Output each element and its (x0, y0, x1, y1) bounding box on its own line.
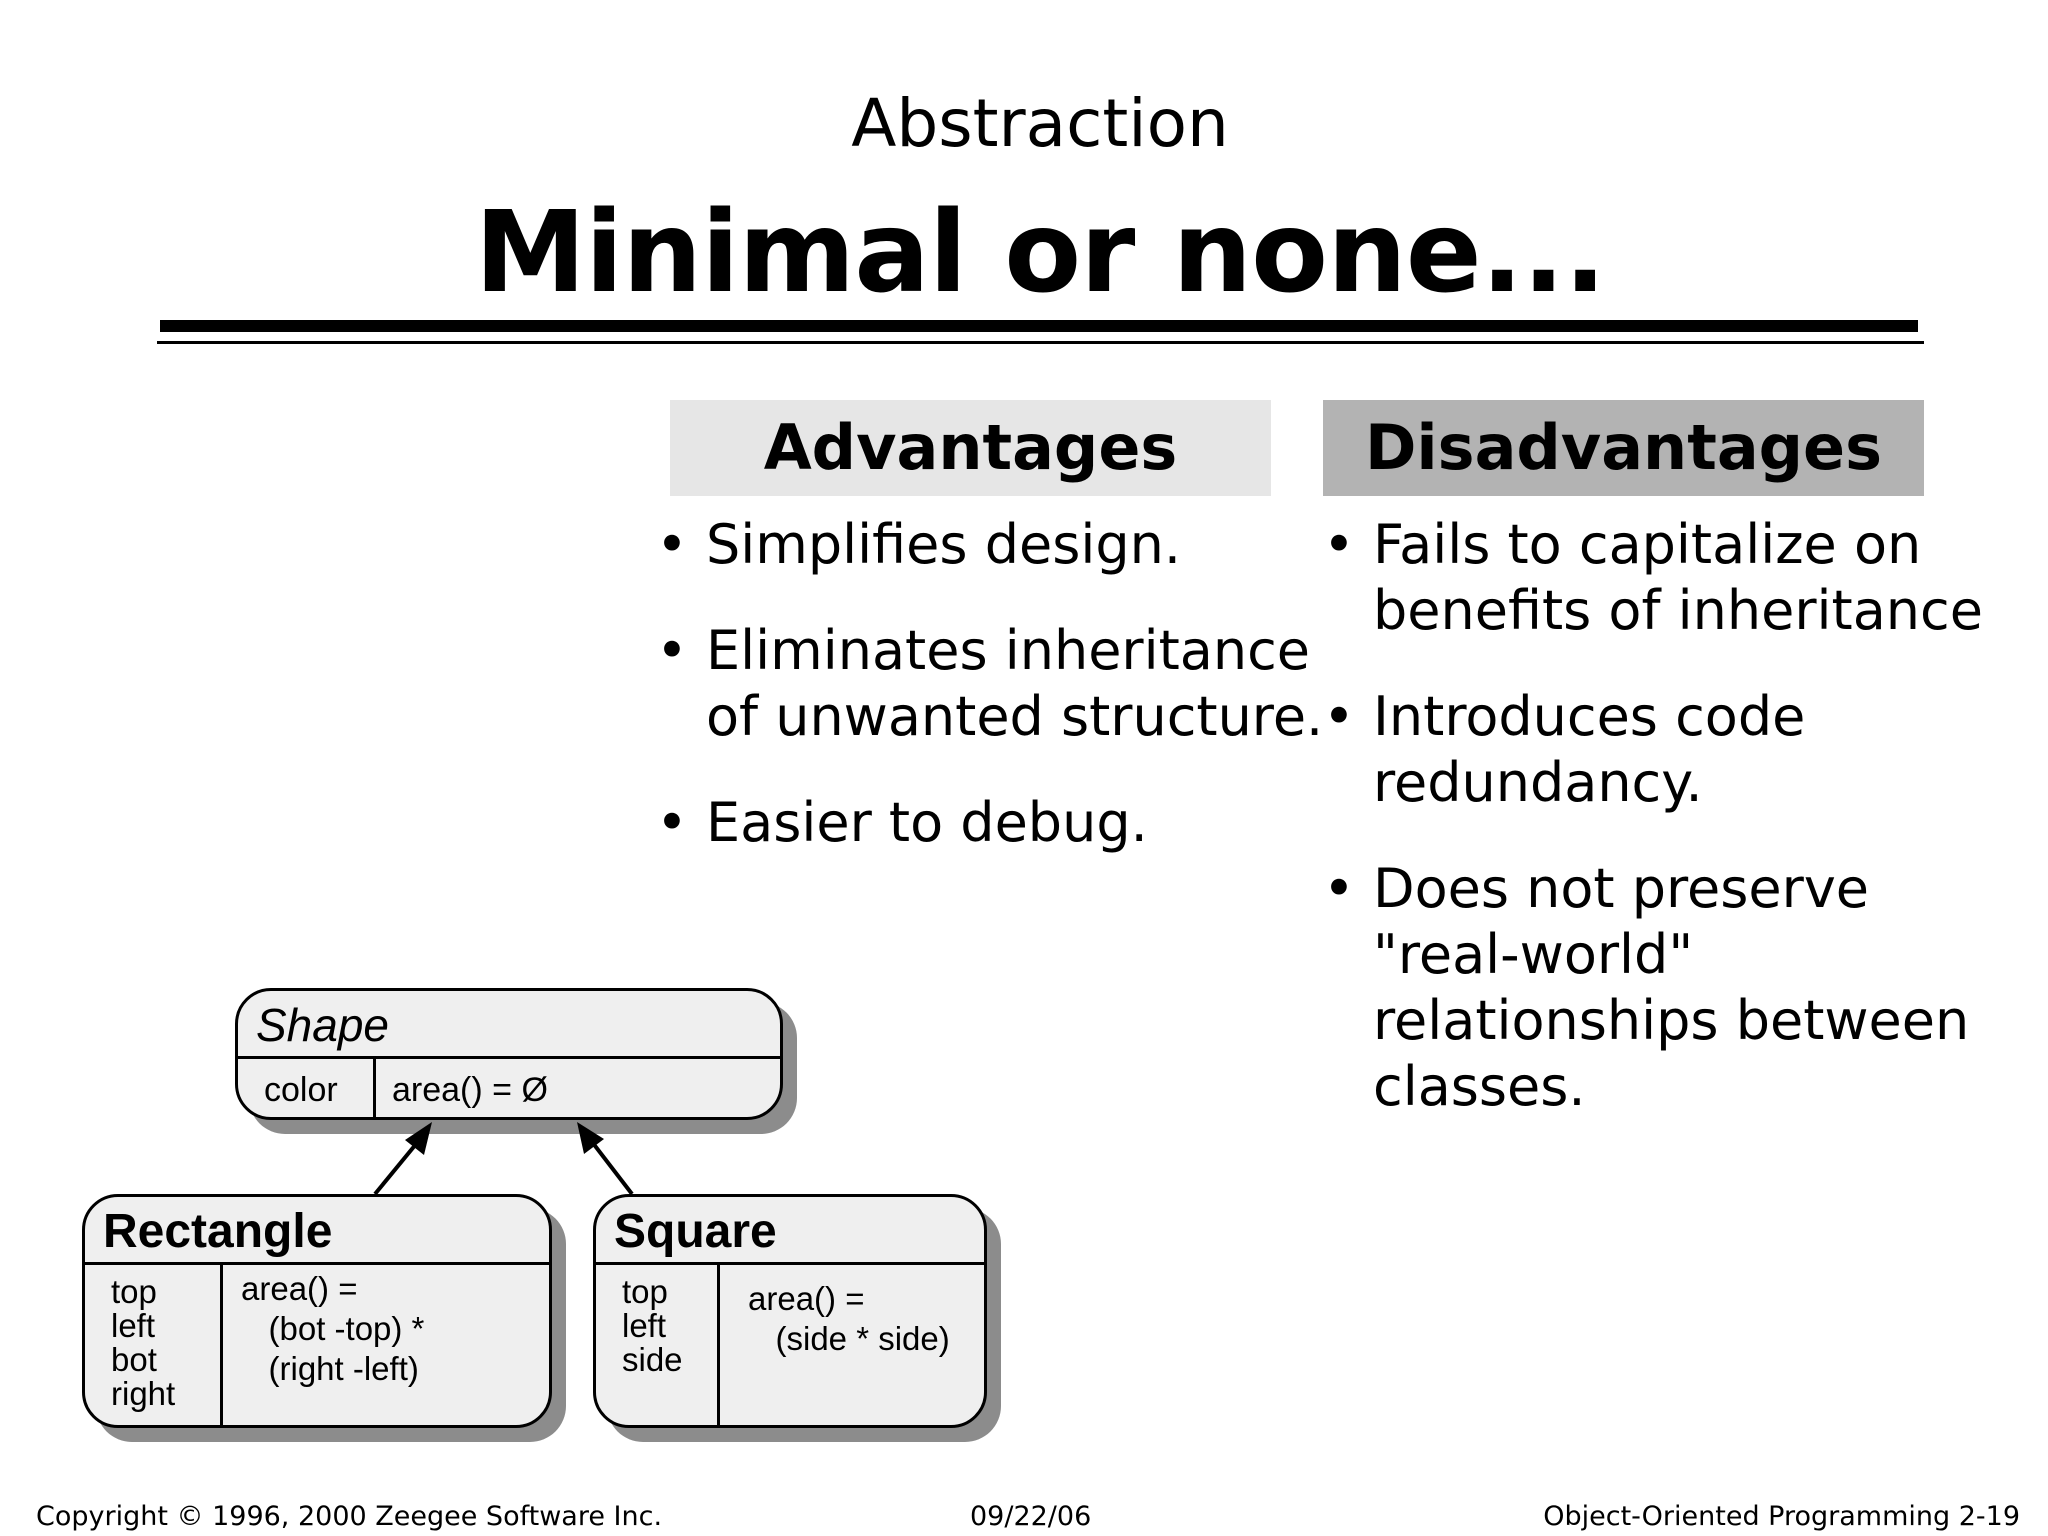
uml-class-square: Square top left side area() = (side * si… (593, 1194, 987, 1428)
disadvantage-text: Introduces code redundancy. (1373, 685, 1806, 814)
uml-class-name: Rectangle (85, 1197, 549, 1265)
uml-class-name: Square (596, 1197, 984, 1265)
disadvantage-item: Fails to capitalize on benefits of inher… (1323, 512, 1983, 644)
uml-attributes: color (238, 1059, 376, 1117)
slide-subtitle: Abstraction (851, 85, 1229, 162)
title-rule-thick (160, 320, 1918, 332)
uml-attributes: top left bot right (85, 1265, 223, 1425)
disadvantage-text: Does not preserve "real-world" relations… (1373, 857, 1970, 1118)
advantages-header: Advantages (670, 400, 1271, 496)
disadvantage-item: Does not preserve "real-world" relations… (1323, 856, 1983, 1120)
disadvantages-list: Fails to capitalize on benefits of inher… (1323, 512, 1983, 1160)
advantage-item: Eliminates inheritance of unwanted struc… (656, 618, 1323, 750)
footer-copyright: Copyright © 1996, 2000 Zeegee Software I… (36, 1501, 663, 1532)
uml-operations: area() = (side * side) (748, 1280, 950, 1357)
uml-attributes: top left side (596, 1265, 720, 1425)
advantage-item: Simplifies design. (656, 512, 1323, 578)
uml-class-name: Shape (238, 991, 780, 1059)
advantage-item: Easier to debug. (656, 790, 1323, 856)
disadvantage-text: Fails to capitalize on benefits of inher… (1373, 513, 1983, 642)
advantage-text: Eliminates inheritance of unwanted struc… (706, 619, 1324, 748)
advantage-text: Easier to debug. (706, 791, 1148, 854)
uml-class-rectangle: Rectangle top left bot right area() = (b… (82, 1194, 552, 1428)
slide-title: Minimal or none... (474, 188, 1607, 318)
disadvantage-item: Introduces code redundancy. (1323, 684, 1983, 816)
uml-operations: area() = (bot -top) * (right -left) (241, 1270, 425, 1387)
footer-course: Object-Oriented Programming 2-19 (1543, 1501, 2020, 1532)
disadvantages-header: Disadvantages (1323, 400, 1924, 496)
uml-class-shape: Shape color area() = Ø (235, 988, 783, 1120)
uml-operations: area() = Ø (392, 1071, 548, 1109)
title-rule-thin (157, 341, 1924, 344)
advantage-text: Simplifies design. (706, 513, 1182, 576)
advantages-list: Simplifies design. Eliminates inheritanc… (656, 512, 1323, 896)
footer-date: 09/22/06 (970, 1501, 1092, 1532)
